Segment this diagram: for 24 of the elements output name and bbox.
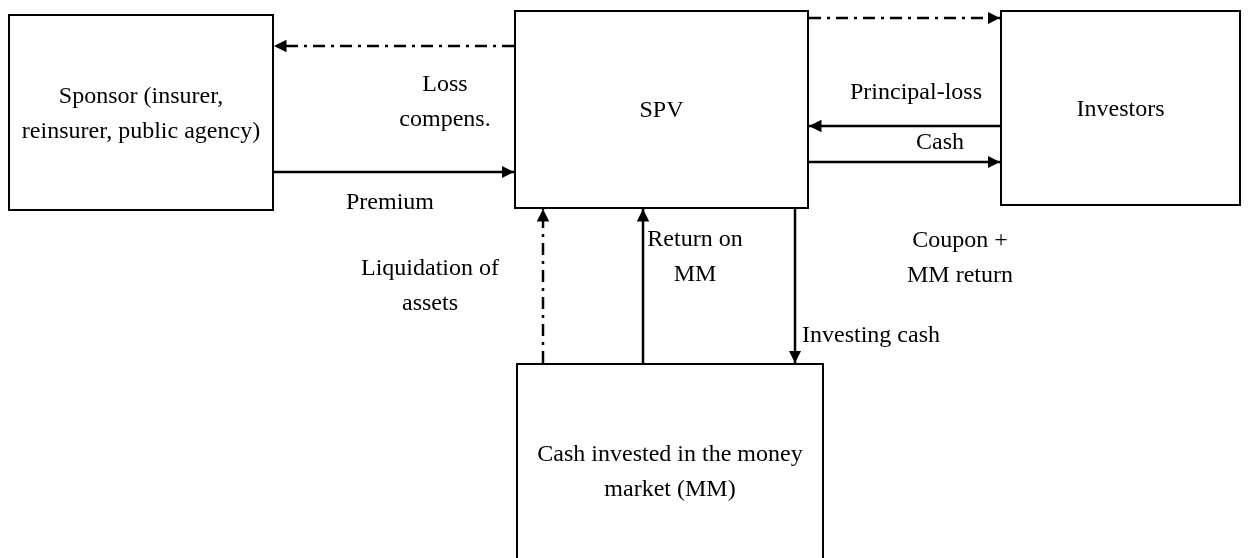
arrow xyxy=(274,39,514,53)
node-label: SPV xyxy=(639,95,684,125)
node-label: Investors xyxy=(1076,93,1165,123)
process-box xyxy=(514,10,809,209)
process-box xyxy=(1000,10,1241,206)
edge-label: Principal-loss xyxy=(849,77,983,106)
arrow xyxy=(809,11,1000,25)
arrow xyxy=(809,155,1000,169)
edge-label: Loss compens. xyxy=(398,69,492,133)
process-box xyxy=(8,14,274,211)
edge-label: Cash xyxy=(915,127,965,156)
edge-label: Liquidation of assets xyxy=(360,253,500,317)
edge-label: Return on MM xyxy=(646,224,744,288)
arrow xyxy=(536,209,550,363)
arrow xyxy=(636,209,650,363)
edge-label: Premium xyxy=(345,187,435,216)
process-box xyxy=(516,363,824,558)
node-label: Sponsor (insurer, reinsurer, public agency) xyxy=(20,80,262,145)
edge-label: Investing cash xyxy=(802,320,941,349)
arrow xyxy=(809,119,1000,133)
note-label: Coupon + MM return xyxy=(906,225,1014,289)
node-label: Cash invested in the money market (MM) xyxy=(536,438,804,503)
arrow xyxy=(788,209,802,363)
arrow xyxy=(274,165,514,179)
